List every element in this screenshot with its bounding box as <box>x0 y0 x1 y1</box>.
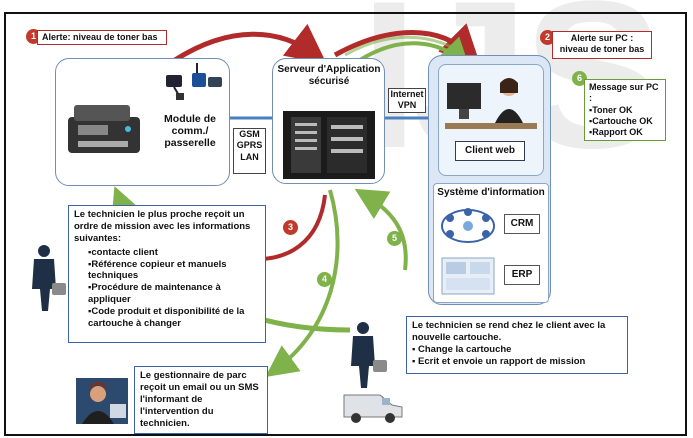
list-item: ▪Référence copieur et manuels techniques <box>88 258 227 282</box>
badge-step-3: 3 <box>283 220 298 235</box>
technician-figure-icon <box>32 245 66 311</box>
badge-step-2: 2 <box>540 30 555 45</box>
step6-message-box: Message sur PC : ▪Toner OK ▪Cartouche OK… <box>584 79 666 141</box>
step2-alert-box: Alerte sur PC : niveau de toner bas <box>552 31 652 59</box>
step6-title: Message sur PC : <box>589 82 659 104</box>
server-label: Serveur d'Application sécurisé <box>277 64 381 87</box>
technician-order-box: Le technicien le plus proche reçoit un o… <box>68 205 266 343</box>
technician-visit-box: Le technicien se rend chez le client ave… <box>406 316 628 374</box>
arrow-server-to-manager <box>265 189 340 378</box>
printer-icon <box>68 105 140 153</box>
technician-order-list: ▪contacte client ▪Référence copieur et m… <box>74 247 260 330</box>
list-item: ▪Code produit et disponibilité de la car… <box>88 306 245 329</box>
lan-line: LAN <box>240 151 259 162</box>
woman-at-computer-icon <box>445 78 537 129</box>
technician-visit-intro: Le technicien se rend chez le client ave… <box>412 320 606 343</box>
list-item: ▪Procédure de maintenance à appliquer <box>88 282 221 306</box>
step6-item: ▪Toner OK <box>589 104 633 115</box>
internet-line: Internet <box>390 89 424 99</box>
router-icon <box>166 63 222 100</box>
erp-label: ERP <box>504 265 540 285</box>
vpn-line: VPN <box>397 100 417 111</box>
badge-step-5: 5 <box>387 231 402 246</box>
list-item: ▪ Ecrit et envoie un rapport de mission <box>412 355 586 367</box>
si-panel: Système d'information CRM ERP <box>433 183 549 303</box>
client-web-panel: Client web <box>438 64 544 176</box>
gsm-label-box: GSM GPRS LAN <box>233 128 266 174</box>
van-icon <box>343 394 403 423</box>
step1-alert-box: Alerte: niveau de toner bas <box>37 30 167 45</box>
step6-item: ▪Cartouche OK <box>589 115 653 126</box>
technician-order-intro: Le technicien le plus proche reçoit un o… <box>74 209 251 244</box>
node-client: Client web Système d'information CRM ERP <box>428 55 551 305</box>
badge-step-4: 4 <box>317 272 332 287</box>
node-printer-module: Module de comm./ passerelle <box>55 58 230 186</box>
arrow-printer-to-server <box>173 23 327 65</box>
arrow-technician-to-server <box>354 188 408 271</box>
gsm-line: GSM <box>239 129 260 139</box>
manager-photo-icon <box>76 378 128 424</box>
client-label: Client web <box>455 141 525 161</box>
diagram-frame <box>4 12 687 436</box>
park-manager-box: Le gestionnaire de parc reçoit un email … <box>134 366 268 434</box>
module-label: Module de comm./ passerelle <box>164 113 216 150</box>
internet-label-box: Internet VPN <box>388 88 426 113</box>
badge-step-6: 6 <box>572 71 587 86</box>
step6-item: ▪Rapport OK <box>589 127 643 137</box>
arrow-client-to-server-green <box>344 35 459 57</box>
list-item: ▪ Change la cartouche <box>412 343 512 355</box>
gprs-line: GPRS <box>236 140 263 151</box>
crm-diagram-icon <box>441 208 495 243</box>
technician-with-cartridge-icon <box>351 322 387 388</box>
server-rack-icon <box>283 111 375 179</box>
crm-label: CRM <box>504 214 540 234</box>
erp-screen-icon <box>441 257 495 295</box>
node-server: Serveur d'Application sécurisé <box>272 58 385 184</box>
si-label: Système d'information <box>437 187 545 198</box>
list-item: ▪contacte client <box>88 246 158 258</box>
